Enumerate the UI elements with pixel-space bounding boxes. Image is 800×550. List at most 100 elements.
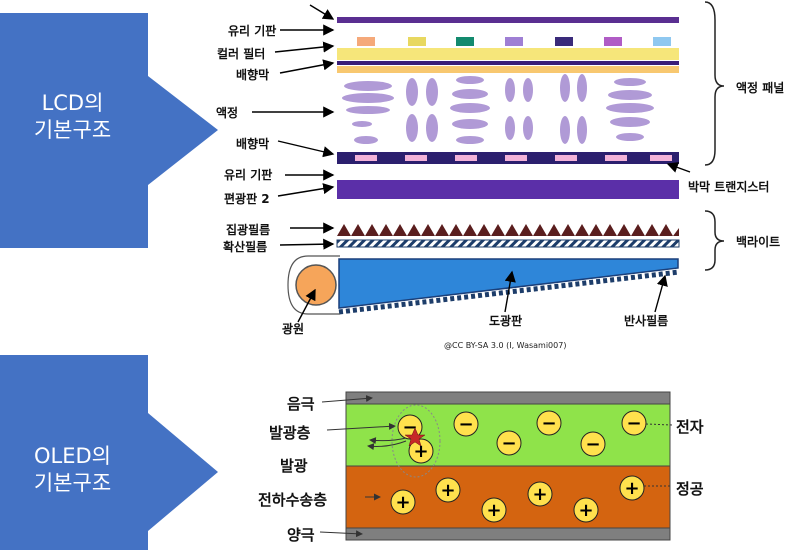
diffuser-film	[336, 239, 680, 248]
oled-arrow-label: OLED의 기본구조	[10, 443, 135, 497]
light-guide-plate	[338, 258, 679, 309]
label-hole: 정공	[676, 480, 704, 498]
lc-molecule	[426, 114, 438, 142]
label-align-bottom: 배향막	[236, 137, 270, 151]
svg-text:+: +	[486, 500, 501, 521]
lcd-arrow-shape	[0, 13, 218, 248]
glass-top-bar	[337, 17, 679, 23]
lc-molecule	[352, 121, 372, 127]
electron: −	[580, 431, 606, 457]
oled-label-arrows	[319, 394, 673, 538]
label-backlight: 백라이트	[736, 235, 781, 249]
lc-molecule	[616, 133, 644, 141]
svg-text:+: +	[440, 480, 455, 501]
label-glass-top: 유리 기판	[228, 24, 277, 38]
emission-highlight	[391, 404, 441, 478]
backlight-brace	[704, 210, 725, 271]
hole: +	[435, 477, 461, 503]
lc-molecule	[608, 90, 652, 100]
lc-molecule	[456, 136, 484, 144]
label-polarizer2: 편광판 2	[224, 192, 270, 206]
lc-molecule	[606, 103, 654, 113]
lcd-arrow-line2: 기본구조	[33, 118, 112, 142]
label-prism-film: 집광필름	[226, 223, 271, 237]
color-filter-cell	[505, 37, 523, 46]
hole: +	[408, 438, 434, 464]
lc-molecule	[406, 78, 418, 106]
lc-molecule	[342, 93, 394, 103]
lc-molecule	[406, 114, 418, 142]
lc-molecule	[450, 103, 490, 113]
lc-molecule	[614, 78, 646, 86]
hole: +	[527, 481, 553, 507]
electron: −	[496, 430, 522, 456]
lc-molecule	[452, 119, 488, 129]
lc-molecule	[354, 136, 378, 144]
electron: −	[621, 410, 647, 436]
svg-text:+: +	[395, 492, 410, 513]
lc-panel-brace	[704, 1, 725, 166]
tft-cells	[355, 155, 672, 161]
svg-text:+: +	[532, 484, 547, 505]
orange-layer	[337, 66, 679, 73]
liquid-crystal-molecules	[342, 74, 654, 144]
hole: +	[573, 497, 599, 523]
lc-molecule	[577, 74, 587, 102]
hole: +	[481, 497, 507, 523]
lc-molecule	[505, 116, 515, 140]
label-reflector-film: 반사필름	[624, 314, 669, 328]
label-liquid-crystal: 액정	[216, 106, 239, 120]
lamp-reflector	[287, 255, 340, 315]
label-cathode: 음극	[287, 395, 315, 413]
lc-molecule	[560, 116, 570, 144]
svg-text:−: −	[585, 434, 600, 455]
color-filter-cell	[653, 37, 671, 46]
polarizer2-bar	[337, 180, 679, 199]
svg-text:+: +	[624, 478, 639, 499]
lc-molecule	[523, 116, 533, 140]
hole: +	[390, 489, 416, 515]
lcd-structure-diagram	[252, 1, 725, 323]
label-light-guide: 도광판	[489, 314, 523, 328]
label-align-top: 배향막	[236, 68, 270, 82]
oled-arrow-shape	[0, 355, 218, 550]
label-color-filter: 컬러 필터	[217, 47, 266, 61]
color-filter-cell	[604, 37, 622, 46]
label-glass-bottom: 유리 기판	[224, 168, 273, 182]
label-light-source: 광원	[282, 322, 305, 336]
oled-anode-layer	[345, 527, 671, 541]
emission-star-icon	[404, 427, 426, 447]
electron: −	[536, 410, 562, 436]
label-anode: 양극	[287, 526, 315, 544]
electron: −	[453, 411, 479, 437]
svg-text:+: +	[578, 500, 593, 521]
image-credit: @CC BY-SA 3.0 (I, Wasami007)	[444, 341, 567, 350]
lc-molecule	[523, 78, 533, 102]
label-tft: 박막 트랜지스터	[688, 180, 770, 194]
lc-molecule	[610, 117, 650, 127]
label-emissive-layer: 발광층	[269, 424, 311, 442]
holes: + + + + + + +	[390, 438, 645, 523]
color-filter-cell	[357, 37, 375, 46]
label-lc-panel: 액정 패널	[736, 81, 785, 95]
lcd-arrow-polygon	[0, 13, 218, 248]
yellow-layer	[337, 48, 679, 60]
svg-text:−: −	[501, 433, 516, 454]
svg-text:−: −	[541, 413, 556, 434]
hole: +	[619, 475, 645, 501]
lc-molecule	[452, 89, 488, 99]
oled-structure-diagram: − − − − − − + + + + + + +	[319, 391, 673, 541]
color-filter-cell	[408, 37, 426, 46]
svg-text:−: −	[458, 414, 473, 435]
prism-film	[337, 224, 679, 236]
color-filter-cell	[555, 37, 573, 46]
lc-molecule	[560, 74, 570, 102]
oled-arrow-polygon	[0, 355, 218, 550]
lc-molecule	[426, 78, 438, 106]
label-emission: 발광	[280, 457, 308, 475]
svg-text:+: +	[413, 441, 428, 462]
lcd-arrow-label: LCD의 기본구조	[10, 90, 135, 144]
oled-arrow-line1: OLED의	[34, 444, 111, 468]
oled-arrow-line2: 기본구조	[33, 471, 112, 495]
svg-text:−: −	[626, 413, 641, 434]
